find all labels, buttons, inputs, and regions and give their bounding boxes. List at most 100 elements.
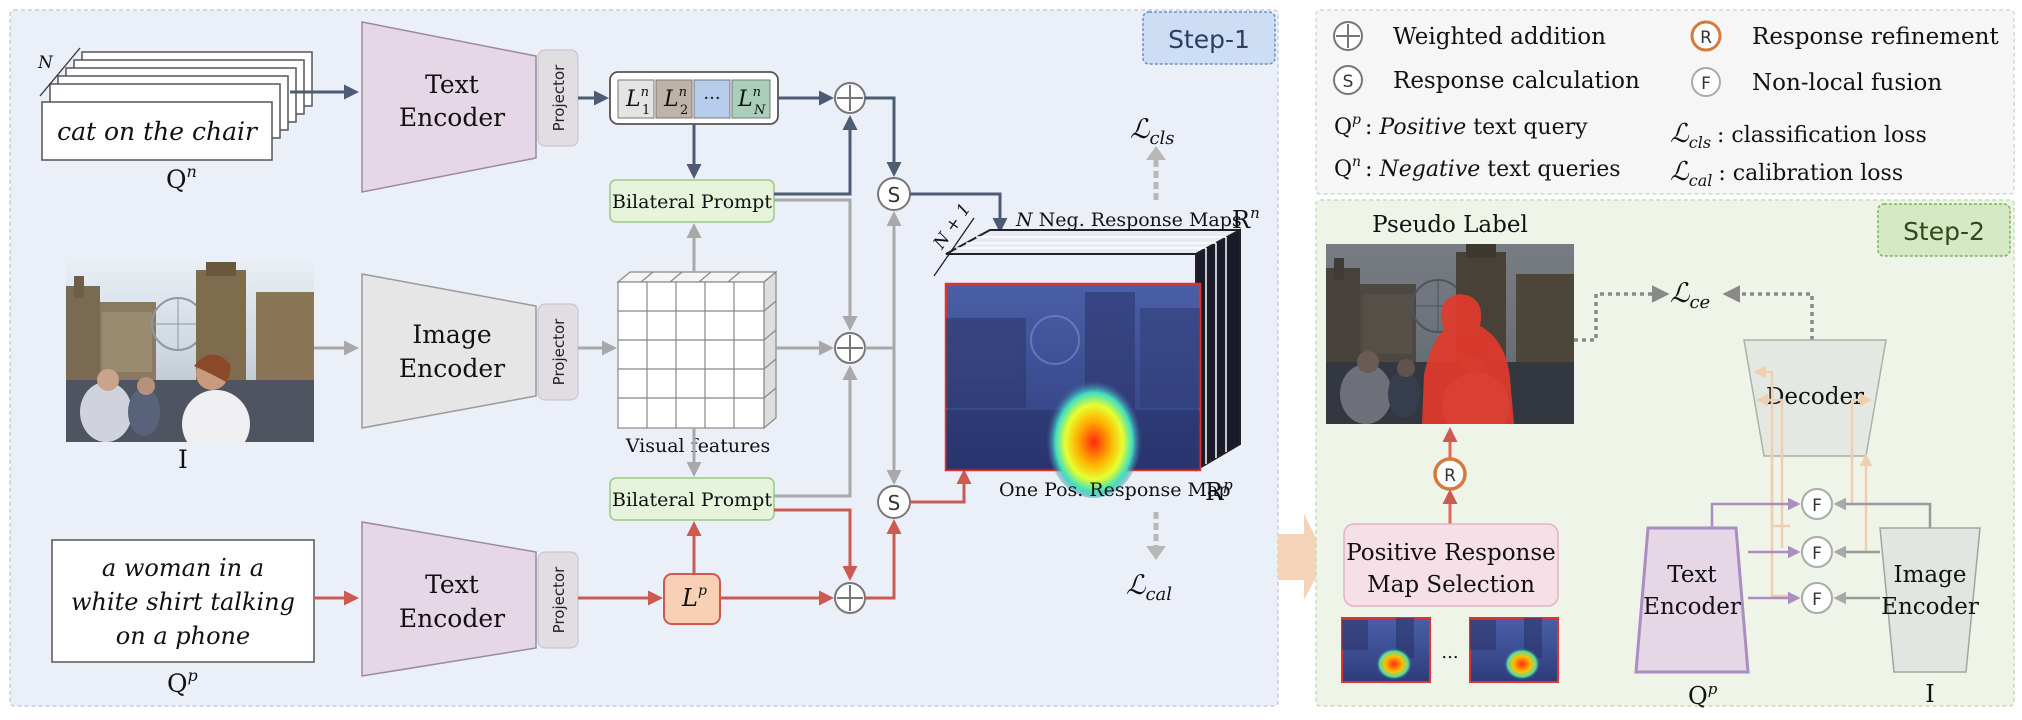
svg-text:R: R (1700, 28, 1712, 48)
svg-text:R: R (1444, 466, 1456, 486)
stack-count-line (933, 217, 975, 277)
text-encoder-top (361, 21, 537, 193)
selection-thumb-1 (1341, 617, 1431, 683)
bilateral-prompt-bottom (609, 477, 775, 521)
legend-panel (1315, 9, 2015, 195)
response-refinement-node: R (1433, 457, 1467, 491)
arrow-to-cal-loss-head (1146, 546, 1166, 560)
pos-map-symbol: Rp (1205, 476, 1233, 506)
legend-negative-query: Qn: Negative text queries (1334, 154, 1621, 182)
map-selection-line-2: Map Selection (1367, 572, 1535, 598)
negative-stack-count: N (37, 53, 54, 73)
step2-tag: Step-2 (1903, 217, 1985, 246)
text-encoder-bottom-line-1: Text (425, 570, 479, 599)
arrow-pseudo-to-ce (1574, 285, 1670, 342)
refine-qp-label: Qp (1688, 680, 1718, 710)
bilateral-prompt-top-label: Bilateral Prompt (612, 191, 772, 213)
arrow-fuse-to-decoder-left-2 (1753, 365, 1796, 598)
ce-loss: ℒce (1670, 278, 1710, 313)
selection-thumb-2 (1469, 617, 1559, 683)
refine-text-encoder-line-1: Text (1667, 562, 1717, 588)
prompt-cell-2 (655, 79, 693, 119)
positive-query-line-3: on a phone (116, 622, 250, 650)
arrow-image-to-fuse-1 (1833, 497, 1932, 528)
response-map-stack (944, 228, 1241, 498)
svg-text:F: F (1701, 74, 1711, 94)
legend-nonlocal-fusion: Non-local fusion (1752, 70, 1942, 96)
refine-image-encoder-line-1: Image (1894, 562, 1967, 588)
svg-text:F: F (1812, 590, 1822, 610)
prompt-cell-4 (731, 79, 771, 119)
prompt-cell-3-label: ··· (703, 88, 720, 109)
positive-prompt-token-label: Lp (681, 583, 707, 612)
step2-tag-box (1877, 203, 2011, 257)
map-selection-line-1: Positive Response (1346, 540, 1556, 566)
refine-image-encoder-line-2: Encoder (1881, 594, 1979, 620)
legend-positive-query: Qp: Positive text query (1334, 112, 1588, 140)
legend-nonlocal-fusion-icon: F (1691, 67, 1721, 97)
svg-text:S: S (888, 183, 901, 207)
arrow-calc-to-pos-map (910, 469, 972, 504)
svg-text:S: S (1343, 72, 1354, 92)
arrow-text-to-fuse-1 (1710, 497, 1801, 528)
cal-loss: ℒcal (1126, 570, 1172, 605)
text-encoder-top-line-2: Encoder (399, 103, 505, 132)
response-calc-top: S (877, 177, 911, 211)
text-encoder-bottom-line-2: Encoder (399, 604, 505, 633)
positive-query-box (51, 539, 315, 663)
response-calc-bottom: S (877, 485, 911, 519)
legend-response-calculation: Response calculation (1393, 68, 1640, 94)
arrow-to-cls-loss-head (1146, 146, 1166, 160)
image-label: I (178, 445, 188, 474)
text-encoder-top-line-1: Text (425, 70, 479, 99)
projector-middle (537, 303, 579, 401)
cls-loss: ℒcls (1130, 114, 1175, 149)
text-encoder-bottom (361, 521, 537, 677)
neg-maps-symbol: Rn (1232, 204, 1260, 234)
legend-weighted-addition-icon (1333, 21, 1363, 51)
step1-tag: Step-1 (1168, 25, 1250, 54)
svg-text:S: S (888, 491, 901, 515)
positive-query-line-1: a woman in a (102, 554, 264, 582)
arrow-add-to-calc (865, 96, 902, 177)
arrow-bilateral-bottom-to-add-mid (774, 365, 858, 498)
projector-bottom (537, 551, 579, 649)
image-encoder-line-1: Image (412, 320, 491, 349)
positive-query-line-2: white shirt talking (71, 588, 295, 616)
map-selection-box (1343, 523, 1559, 607)
fusion-node-1: F (1801, 488, 1833, 520)
image-encoder-line-2: Encoder (399, 354, 505, 383)
arrow-bilateral-to-add-bottom (774, 508, 858, 581)
step-transition-arrow (1278, 514, 1326, 600)
positive-query-label: Qp (167, 666, 198, 698)
legend-cls-loss: ℒcls: classification loss (1670, 119, 1927, 152)
projector-bottom-label: Projector (550, 566, 568, 633)
image-encoder (361, 273, 537, 429)
legend-cal-loss: ℒcal: calibration loss (1670, 157, 1903, 190)
step1-tag-box (1142, 11, 1276, 65)
legend-response-calc-icon: S (1333, 65, 1363, 95)
arrow-fuse-to-decoder-left (1755, 393, 1784, 548)
projector-middle-label: Projector (550, 318, 568, 385)
svg-text:F: F (1812, 544, 1822, 564)
weighted-addition-bottom (834, 582, 866, 614)
legend-weighted-addition: Weighted addition (1393, 24, 1606, 50)
pseudo-label-image (1326, 244, 1574, 424)
fusion-node-3: F (1801, 582, 1833, 614)
projector-top-label: Projector (550, 64, 568, 131)
refine-image-encoder (1879, 527, 1981, 673)
visual-features-cube (616, 270, 778, 430)
pseudo-label-title: Pseudo Label (1372, 212, 1528, 238)
refine-text-encoder (1634, 526, 1750, 674)
fusion-node-2: F (1801, 536, 1833, 568)
svg-text:F: F (1812, 496, 1822, 516)
arrow-bilateral-to-add (774, 115, 858, 196)
legend-response-refinement: Response refinement (1752, 24, 1999, 50)
input-image (66, 262, 314, 442)
arrow-bilateral-top-to-add-mid (774, 198, 858, 331)
legend-response-refinement-icon: R (1690, 20, 1722, 52)
